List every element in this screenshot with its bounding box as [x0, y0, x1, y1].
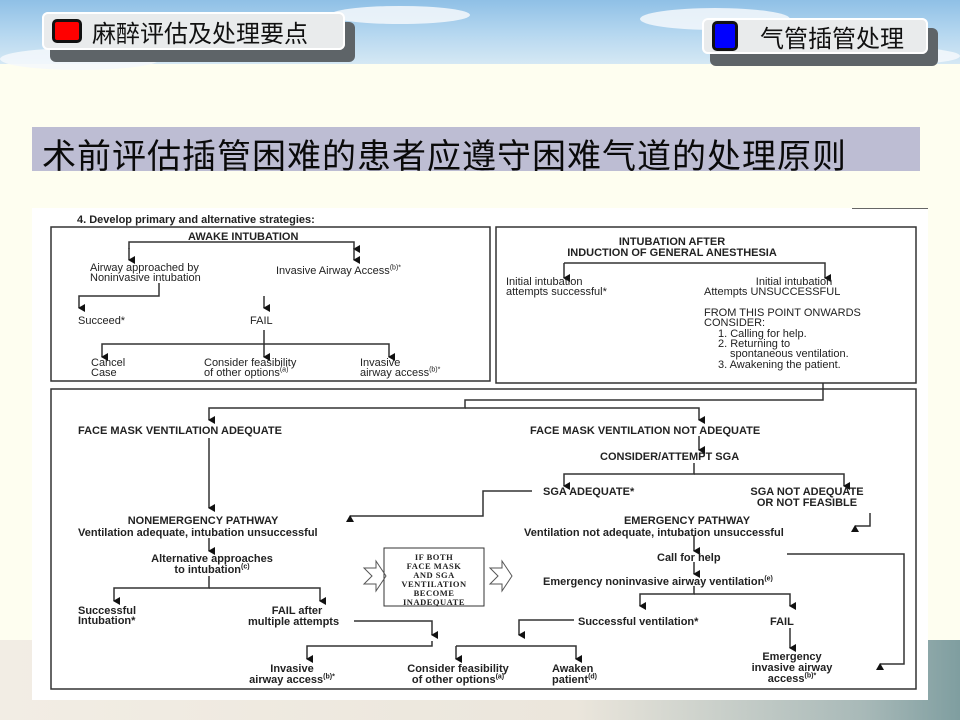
nonemergency-title: NONEMERGENCY PATHWAY — [127, 515, 279, 527]
cloud — [330, 6, 470, 24]
consider-line2: CONSIDER: — [704, 317, 766, 329]
awake-title: AWAKE INTUBATION — [188, 231, 299, 243]
emergency-title: EMERGENCY PATHWAY — [623, 515, 751, 527]
consider-line2: of other options(a) — [204, 366, 289, 379]
label: to intubation — [174, 564, 242, 576]
hollow-arrow-right — [488, 559, 513, 593]
tab-label: 麻醉评估及处理要点 — [92, 19, 308, 48]
slide-title-text: 术前评估插管困难的患者应遵守困难气道的处理原则 — [42, 137, 847, 177]
induction-title-line1: INTUBATION AFTER — [618, 236, 726, 248]
tab-intubation[interactable]: 气管插管处理 — [702, 18, 928, 54]
superscript: (b)* — [323, 673, 335, 681]
consider-line1: Consider feasibility — [407, 663, 509, 675]
alternative-line1: Alternative approaches — [151, 553, 273, 565]
call-for-help: Call for help — [657, 552, 721, 564]
if-both-line2: FACE MASK — [406, 561, 462, 571]
label: of other options — [204, 367, 280, 379]
strategies-heading: 4. Develop primary and alternative strat… — [77, 214, 315, 226]
awaken-line2: patient(d) — [552, 673, 598, 686]
difficult-airway-flowchart: 4. Develop primary and alternative strat… — [32, 208, 928, 700]
tab-anesthesia-evaluation[interactable]: 麻醉评估及处理要点 — [42, 12, 345, 50]
emergency-invasive-line1: Emergency — [762, 651, 822, 663]
fmv-not-adequate: FACE MASK VENTILATION NOT ADEQUATE — [530, 425, 761, 437]
consider-item3: 3. Awakening the patient. — [718, 359, 841, 371]
red-square-icon — [52, 19, 82, 43]
if-both-box — [383, 547, 485, 607]
fail-emergency: FAIL — [770, 616, 794, 628]
fail: FAIL — [250, 315, 273, 327]
emergency-noninvasive: Emergency noninvasive airway ventilation… — [543, 575, 773, 588]
superscript: (b)* — [429, 366, 441, 374]
success-line1: Initial intubation — [506, 276, 583, 288]
induction-box — [495, 226, 917, 384]
lower-box — [50, 388, 917, 690]
alternative-line2: to intubation(c) — [112, 563, 312, 576]
successful-ventilation: Successful ventilation* — [578, 616, 699, 628]
consider-line1: FROM THIS POINT ONWARDS — [704, 307, 861, 319]
superscript: (e) — [764, 575, 773, 583]
label: airway access — [249, 674, 324, 686]
induction-title-line2: INDUCTION OF GENERAL ANESTHESIA — [567, 247, 777, 259]
emergency-invasive-line3: access(b)* — [732, 672, 852, 685]
flowchart-lines — [50, 208, 928, 690]
if-both-line1: IF BOTH — [414, 552, 454, 562]
success-line2: attempts successful* — [506, 286, 607, 298]
invasive2-line2: airway access(b)* — [360, 366, 441, 379]
superscript: (b)* — [804, 672, 817, 680]
sga-adequate: SGA ADEQUATE* — [543, 486, 635, 498]
unsuccess-line1: Initial intubation — [755, 276, 833, 288]
if-both-line6: INADEQUATE — [403, 597, 465, 607]
sga-not-adequate-line1: SGA NOT ADEQUATE — [750, 486, 864, 498]
superscript: (b)* — [389, 264, 401, 272]
hollow-arrow-left — [362, 559, 387, 593]
superscript: (c) — [241, 563, 250, 571]
awake-box — [50, 226, 491, 382]
slide-title: 术前评估插管困难的患者应遵守困难气道的处理原则 — [32, 127, 920, 177]
cancel-line2: Case — [91, 367, 117, 379]
label: of other options — [411, 674, 496, 686]
fail-multiple-line1: FAIL after — [271, 605, 323, 617]
blue-square-icon — [712, 21, 738, 51]
superscript: (d) — [588, 673, 598, 681]
invasive-line1: Invasive — [270, 663, 314, 675]
consider-sga: CONSIDER/ATTEMPT SGA — [600, 451, 740, 463]
superscript: (a) — [495, 673, 505, 681]
noninvasive-line2: Noninvasive intubation — [90, 272, 201, 284]
awaken-line1: Awaken — [552, 663, 594, 675]
superscript: (a) — [279, 366, 289, 374]
cancel-line1: Cancel — [91, 357, 126, 369]
noninvasive-line1: Airway approached by — [90, 262, 199, 274]
fail-multiple-line2: multiple attempts — [248, 616, 340, 628]
consider-item1: 1. Calling for help. — [718, 328, 807, 340]
if-both-line4: VENTILATION — [401, 579, 467, 589]
invasive-line2: airway access(b)* — [232, 673, 352, 686]
successful-intubation-line1: Successful — [78, 605, 137, 617]
unsuccess-line2: Attempts UNSUCCESSFUL — [704, 286, 841, 298]
successful-intubation-line2: Intubation* — [78, 615, 136, 627]
label: Invasive Airway Access — [276, 265, 390, 277]
fmv-adequate: FACE MASK VENTILATION ADEQUATE — [78, 425, 282, 437]
label: access — [767, 673, 805, 685]
emergency-desc: Ventilation not adequate, intubation uns… — [524, 527, 784, 539]
sga-not-adequate-line2: OR NOT FEASIBLE — [756, 497, 858, 509]
invasive2-line1: Invasive — [360, 357, 401, 369]
emergency-invasive-line2: invasive airway — [751, 662, 833, 674]
succeed: Succeed* — [78, 315, 126, 327]
label: patient — [552, 674, 589, 686]
label: airway access — [360, 367, 430, 379]
consider-item2-cont: spontaneous ventilation. — [730, 348, 849, 360]
nonemergency-desc: Ventilation adequate, intubation unsucce… — [78, 527, 318, 539]
consider-line1: Consider feasibility — [204, 357, 297, 369]
if-both-line5: BECOME — [413, 588, 455, 598]
tab-label: 气管插管处理 — [760, 24, 904, 53]
consider-item2: 2. Returning to — [718, 338, 791, 350]
invasive-airway-access: Invasive Airway Access(b)* — [276, 264, 401, 277]
consider-line2: of other options(a) — [368, 673, 548, 686]
if-both-line3: AND SGA — [413, 570, 455, 580]
label: Emergency noninvasive airway ventilation — [543, 576, 765, 588]
